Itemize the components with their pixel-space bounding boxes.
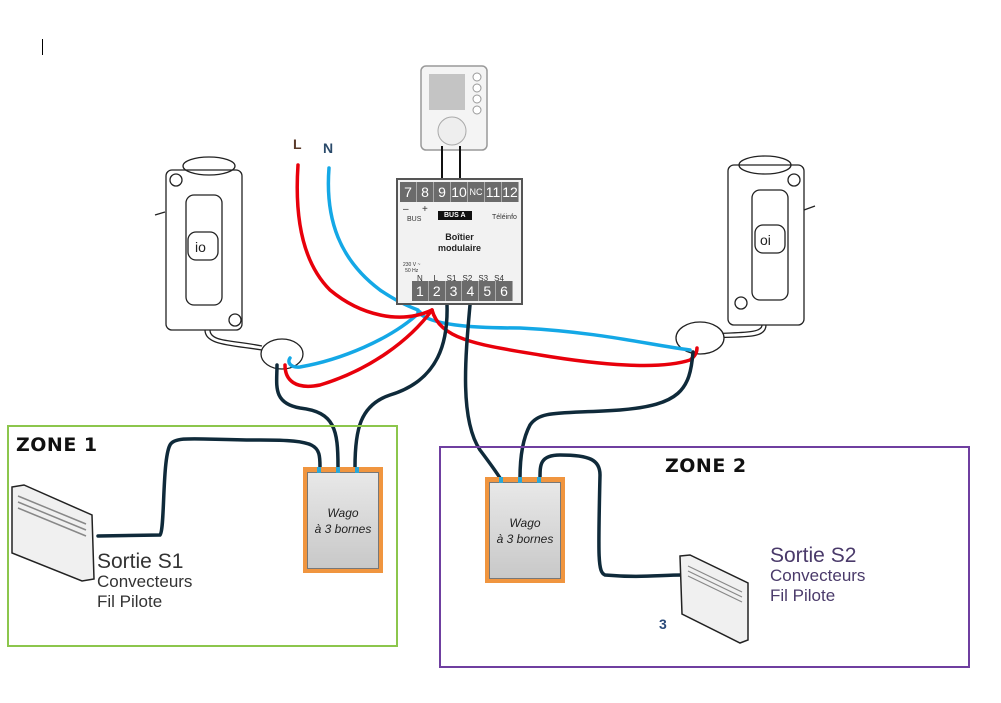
zone-2-box	[439, 446, 970, 668]
live-label: L	[293, 136, 302, 152]
io-receiver-left-icon	[154, 156, 304, 370]
terminal: 8	[417, 182, 434, 202]
zone-1-box	[7, 425, 398, 647]
module-title-line1: Boîtier	[445, 232, 474, 242]
bus-label: BUS	[407, 216, 422, 223]
terminal: 1	[412, 281, 429, 301]
modular-box: 7 8 9 10 NC 11 12 – + BUS BUS A Téléinfo…	[396, 178, 523, 305]
wago-pin	[336, 467, 340, 473]
bus-minus: –	[403, 204, 409, 215]
top-terminal-row: 7 8 9 10 NC 11 12	[400, 182, 519, 202]
wago-body: Wago à 3 bornes	[489, 482, 561, 579]
io-logo-right: oi	[760, 232, 771, 248]
wago-connector-zone1: Wago à 3 bornes	[303, 467, 383, 573]
convector-zone1-icon	[11, 484, 95, 582]
wago-connector-zone2: Wago à 3 bornes	[485, 477, 565, 583]
teleinfo-label: Téléinfo	[492, 214, 517, 221]
bus-plus: +	[422, 204, 428, 215]
convector-zone2-icon	[679, 554, 749, 644]
output-label-line2: Convecteurs	[97, 572, 193, 591]
voltage-label: 230 V ~ 50 Hz	[403, 262, 420, 274]
output-label-line1: Sortie S2	[770, 544, 857, 567]
terminal: 9	[434, 182, 451, 202]
output-label-line2: Convecteurs	[770, 566, 866, 585]
terminal: 4	[462, 281, 480, 301]
bottom-terminal-row: 1 2 3 4 5 6	[412, 281, 513, 301]
output-s2-label: Sortie S2 Convecteurs Fil Pilote	[770, 544, 866, 606]
terminal-label: S2	[462, 274, 473, 283]
terminal: 12	[502, 182, 519, 202]
wago-pin	[518, 477, 522, 483]
wago-pin	[499, 477, 503, 483]
terminal-label: S4	[494, 274, 504, 283]
wago-pin	[317, 467, 321, 473]
terminal: 11	[485, 182, 502, 202]
voltage-line1: 230 V ~	[403, 262, 421, 268]
io-receiver-right-icon	[675, 155, 816, 355]
wago-body: Wago à 3 bornes	[307, 472, 379, 569]
terminal: 7	[400, 182, 417, 202]
output-s1-label: Sortie S1 Convecteurs Fil Pilote	[97, 550, 193, 612]
terminal: 3	[445, 281, 463, 301]
neutral-label: N	[323, 140, 334, 156]
terminal-label: L	[433, 274, 438, 283]
bottom-labels: N L S1 S2 S3 S4	[412, 274, 507, 283]
terminal-label: N	[417, 274, 423, 283]
voltage-line2: 50 Hz	[405, 268, 419, 274]
zone-1-title: ZONE 1	[16, 434, 98, 456]
output-label-line1: Sortie S1	[97, 550, 184, 573]
output-label-line3: Fil Pilote	[97, 592, 163, 611]
terminal: 2	[428, 281, 446, 301]
output-label-line3: Fil Pilote	[770, 586, 836, 605]
terminal-label: S3	[478, 274, 489, 283]
wago-label-line1: Wago	[509, 515, 541, 530]
wago-pin	[355, 467, 359, 473]
terminal: 5	[479, 281, 497, 301]
zone-2-title: ZONE 2	[665, 455, 747, 477]
wago-pin	[537, 477, 541, 483]
terminal: NC	[468, 182, 485, 202]
bus-a-label: BUS A	[438, 211, 472, 220]
wago-label-line1: Wago	[327, 505, 359, 520]
terminal: 6	[496, 281, 513, 301]
module-title: Boîtier modulaire	[398, 232, 521, 254]
wago-label-line2: à 3 bornes	[496, 531, 554, 546]
io-logo-left: io	[195, 239, 206, 255]
terminal: 10	[451, 182, 468, 202]
module-title-line2: modulaire	[437, 243, 481, 253]
thermostat-icon	[420, 65, 488, 180]
wago-label-line2: à 3 bornes	[314, 521, 372, 536]
text-cursor	[42, 39, 43, 55]
pilot-wires	[96, 303, 695, 579]
stray-glyph: 3	[659, 616, 667, 632]
live-wires	[283, 163, 699, 388]
terminal-label: S1	[446, 274, 457, 283]
